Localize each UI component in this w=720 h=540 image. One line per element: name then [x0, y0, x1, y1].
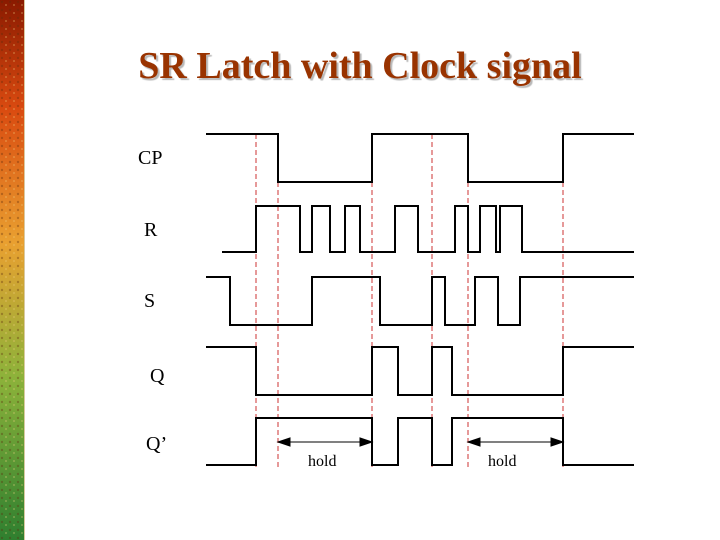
hold-label: hold — [488, 453, 516, 470]
waveform-s — [206, 276, 634, 326]
waveform-q — [206, 346, 634, 396]
slide-title: SR Latch with Clock signal — [138, 45, 582, 87]
hold-label: hold — [308, 453, 336, 470]
hold-interval-2 — [466, 437, 565, 447]
waveform-cp — [206, 133, 634, 183]
waveform-q-bar — [206, 417, 634, 466]
waveform-r — [222, 205, 634, 253]
signal-label-q-bar: Q’ — [146, 433, 168, 455]
signal-label-cp: CP — [138, 147, 163, 169]
signal-label-r: R — [144, 219, 158, 241]
signal-label-s: S — [144, 290, 156, 312]
signal-label-q: Q — [150, 365, 165, 387]
hold-interval-1 — [276, 437, 374, 447]
